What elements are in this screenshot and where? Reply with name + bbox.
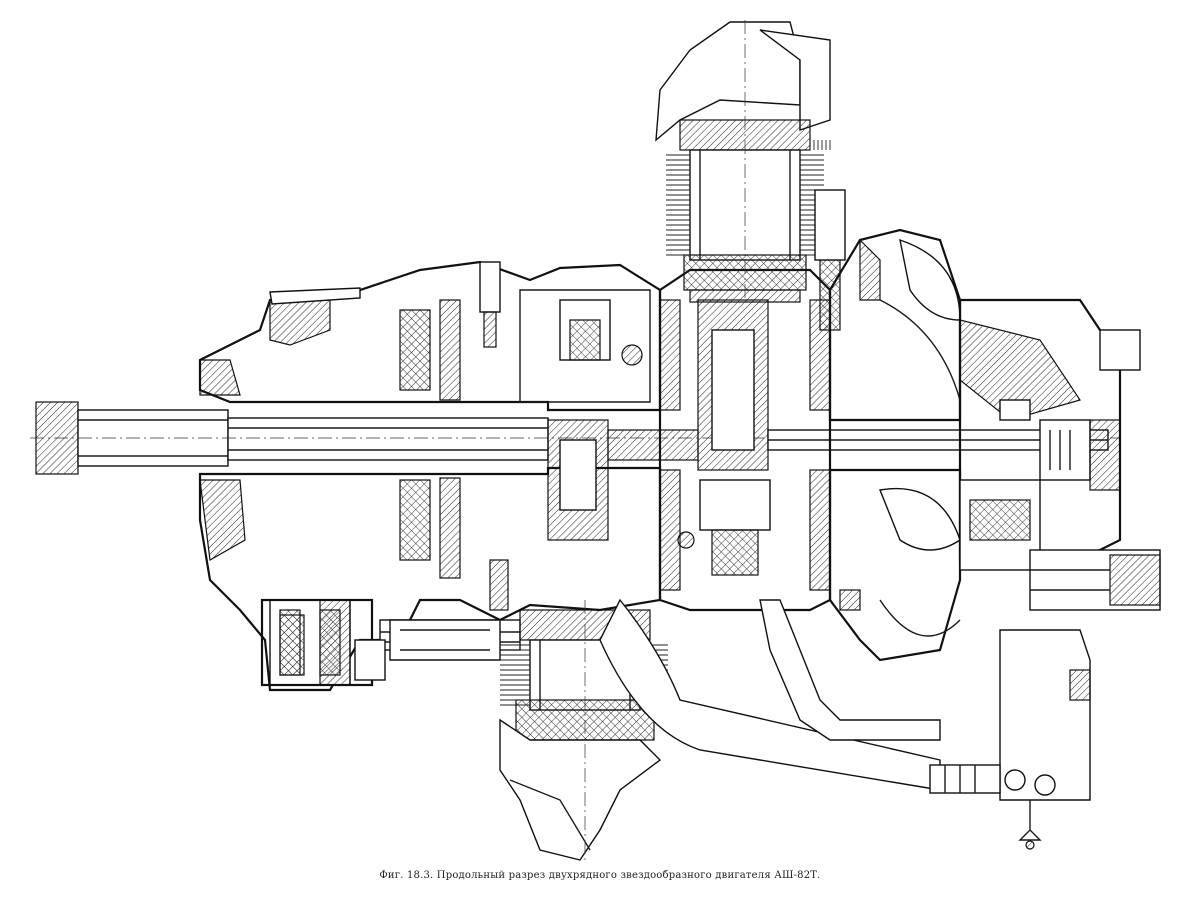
- supercharger-housing: [814, 189, 962, 662]
- propeller-shaft: [30, 401, 1120, 475]
- rear-accessory-section: [958, 298, 1161, 611]
- upper-cylinder: [655, 20, 831, 303]
- intake-pipes: [389, 598, 1001, 794]
- front-pump: [260, 598, 386, 687]
- crankshaft: [547, 299, 1109, 541]
- oil-tank: [999, 629, 1091, 850]
- figure-caption: Фиг. 18.3. Продольный разрез двухрядного…: [379, 870, 821, 881]
